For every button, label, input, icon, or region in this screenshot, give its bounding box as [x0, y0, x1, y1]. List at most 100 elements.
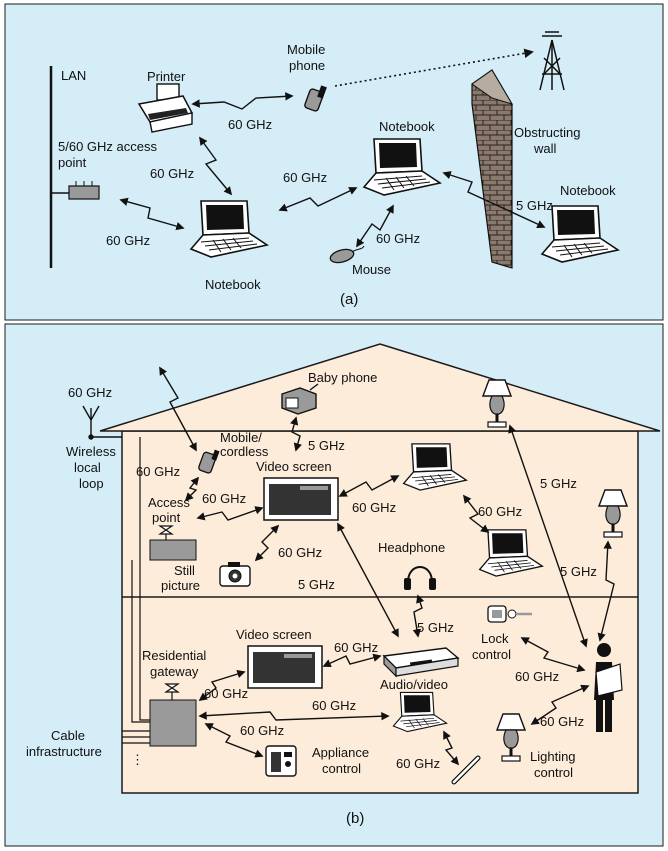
mobile-phone-label-2: phone: [289, 58, 325, 73]
cell-tower-icon: [539, 31, 565, 91]
mouse-label: Mouse: [352, 262, 391, 277]
link-notebook-notebook-label: 60 GHz: [283, 170, 327, 185]
link-videoscreen-av-label: 5 GHz: [298, 577, 335, 592]
residential-gateway-icon: [149, 683, 197, 747]
residential-gateway-label-2: gateway: [150, 664, 199, 679]
link-notebook-pen-label: 60 GHz: [396, 756, 440, 771]
video-screen-upper-label: Video screen: [256, 459, 332, 474]
link-through-wall: [442, 171, 546, 229]
mobile-cordless-icon: [198, 449, 220, 474]
still-picture-label-1: Still: [174, 563, 195, 578]
printer-icon: [137, 83, 194, 133]
link-printer-phone-label: 60 GHz: [228, 117, 272, 132]
lock-control-label-2: control: [472, 647, 511, 662]
link-mobile-ap: [184, 476, 200, 502]
link-gateway-appliance-label: 60 GHz: [240, 723, 284, 738]
still-camera-icon: [219, 562, 251, 587]
access-point-label-2: point: [58, 155, 87, 170]
lighting-control-label-1: Lighting: [530, 749, 576, 764]
access-point-b-label-2: point: [152, 510, 181, 525]
link-notebook-notebook: [278, 187, 358, 212]
link-lamp-person: [597, 540, 615, 642]
access-point-b-icon: [149, 525, 197, 561]
link-outside-mobile: [159, 366, 197, 452]
link-printer-notebook-label: 60 GHz: [150, 166, 194, 181]
wll-cable-2: [139, 437, 150, 721]
appliance-control-label-1: Appliance: [312, 745, 369, 760]
wall-label-2: wall: [533, 141, 557, 156]
link-through-wall-label: 5 GHz: [516, 198, 553, 213]
link-gateway-videoscreen-label: 60 GHz: [204, 686, 248, 701]
link-mobile-ap-label: 60 GHz: [136, 464, 180, 479]
link-baby-phone: [290, 416, 302, 452]
link-gateway-notebook-label: 60 GHz: [312, 698, 356, 713]
appliance-icon: [265, 745, 297, 777]
wll-label-1: Wireless: [66, 444, 116, 459]
antenna-freq-label: 60 GHz: [68, 385, 112, 400]
link-ap-notebook: [119, 197, 185, 231]
link-videoscreen-av-lower-label: 60 GHz: [334, 640, 378, 655]
link-videoscreen-av-lower: [322, 653, 382, 668]
access-point-a: [51, 181, 100, 200]
link-ap-videoscreen: [196, 506, 264, 521]
lock-control-label-1: Lock: [481, 631, 509, 646]
link-videoscreen-notebook: [338, 475, 400, 497]
access-point-label-1: 5/60 GHz access: [58, 139, 157, 154]
link-gateway-notebook: [198, 711, 390, 721]
link-ap-notebook-label: 60 GHz: [106, 233, 150, 248]
audio-video-label: Audio/video: [380, 677, 448, 692]
link-notebook-notebook-b-label: 60 GHz: [478, 504, 522, 519]
cable-infra-label-2: infrastructure: [26, 744, 102, 759]
panel-a-caption: (a): [340, 291, 358, 308]
baby-phone-icon: [281, 383, 319, 415]
link-gateway-videoscreen: [198, 669, 246, 702]
residential-gateway-label-1: Residential: [142, 648, 206, 663]
cable-infra-label-1: Cable: [51, 728, 85, 743]
link-headphone-av-label: 5 GHz: [417, 620, 454, 635]
tower-link: [334, 48, 534, 87]
link-videoscreen-notebook-label: 60 GHz: [352, 500, 396, 515]
cable-more-dots: ⋮: [131, 752, 144, 767]
baby-phone-label: Baby phone: [308, 370, 377, 385]
link-notebook-notebook-b: [462, 494, 490, 534]
wll-label-2: local: [74, 460, 101, 475]
link-headphone-av: [412, 594, 425, 638]
lan-label: LAN: [61, 68, 86, 83]
notebook-a-center-label: Notebook: [379, 119, 435, 134]
notebook-a-right-label: Notebook: [560, 183, 616, 198]
printer-label: Printer: [147, 69, 186, 84]
link-lamp-person-lower: [530, 684, 590, 725]
wll-label-3: loop: [79, 476, 104, 491]
access-point-b-label-1: Access: [148, 495, 190, 510]
mobile-cordless-label-1: Mobile/: [220, 430, 262, 445]
audio-video-icon: [382, 647, 460, 678]
link-lamp-person-label: 5 GHz: [560, 564, 597, 579]
link-notebook-pen: [443, 730, 460, 766]
link-camera-videoscreen: [254, 524, 280, 562]
link-attic-lamp-person: [508, 424, 588, 648]
pen-icon: [451, 755, 481, 785]
headphone-icon: [404, 566, 436, 590]
link-baby-phone-label: 5 GHz: [308, 438, 345, 453]
link-camera-videoscreen-label: 60 GHz: [278, 545, 322, 560]
mobile-phone-label-1: Mobile: [287, 42, 325, 57]
notebook-a-left-label: Notebook: [205, 277, 261, 292]
link-printer-phone: [191, 92, 294, 110]
link-printer-notebook: [199, 136, 233, 196]
headphone-label: Headphone: [378, 540, 445, 555]
link-attic-lamp-person-label: 5 GHz: [540, 476, 577, 491]
link-mouse-notebook-label: 60 GHz: [376, 231, 420, 246]
panel-a-background: [4, 3, 664, 321]
wall-label-1: Obstructing: [514, 125, 580, 140]
lock-key-icon: [487, 605, 532, 623]
mobile-cordless-label-2: cordless: [220, 444, 269, 459]
wll-cable-1: [131, 560, 150, 723]
appliance-control-label-2: control: [322, 761, 361, 776]
link-mouse-notebook: [356, 204, 394, 248]
link-ap-videoscreen-label: 60 GHz: [202, 491, 246, 506]
link-gateway-appliance: [204, 723, 264, 758]
still-picture-label-2: picture: [161, 578, 200, 593]
lighting-control-label-2: control: [534, 765, 573, 780]
video-screen-lower-label: Video screen: [236, 627, 312, 642]
